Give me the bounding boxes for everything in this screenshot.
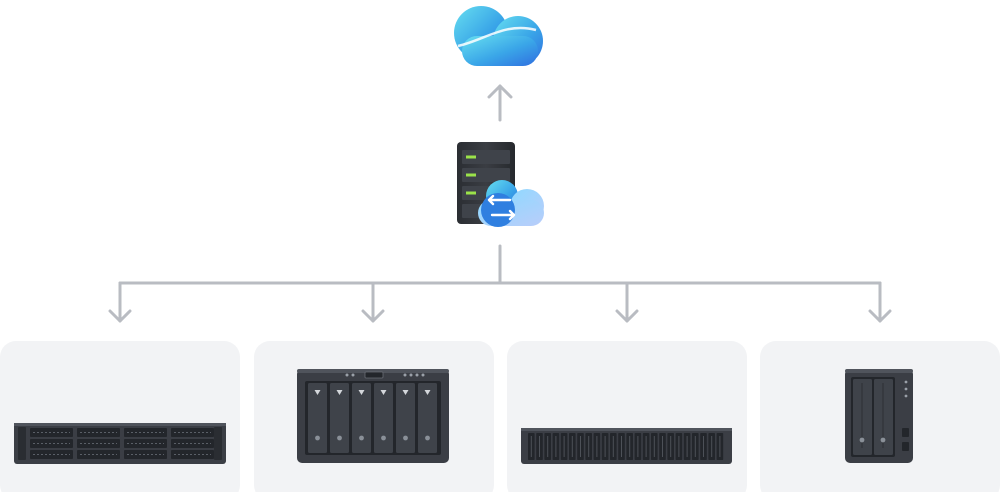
drive-bay <box>124 450 167 459</box>
rackmount-nas-24-bay-icon <box>521 428 732 464</box>
rack-ear <box>214 427 222 460</box>
drive-bay <box>171 428 214 437</box>
connector-to-device-1 <box>108 281 132 323</box>
drive-bay <box>30 450 73 459</box>
drive-bay <box>352 383 371 453</box>
desktop-nas-2-bay-icon <box>845 369 913 463</box>
device-card-1 <box>0 341 240 492</box>
nas-cloud-sync-icon <box>457 142 544 227</box>
drive-bay <box>124 428 167 437</box>
drive-bay <box>308 383 327 453</box>
drive-bay <box>171 450 214 459</box>
drive-bay <box>30 439 73 448</box>
desktop-nas-6-bay-icon <box>297 369 449 463</box>
drive-bay <box>418 383 437 453</box>
connector-to-device-2 <box>361 281 385 323</box>
rack-ear <box>18 427 26 460</box>
drive-bay <box>77 450 120 459</box>
drive-bay <box>77 439 120 448</box>
connector-to-device-3 <box>615 281 639 323</box>
rackmount-nas-12-bay-icon <box>14 423 226 464</box>
drive-bay <box>77 428 120 437</box>
drive-bay <box>30 428 73 437</box>
device-card-3 <box>507 341 747 492</box>
cloud-icon <box>454 6 543 66</box>
connector-to-device-4 <box>868 281 892 323</box>
drive-bay <box>171 439 214 448</box>
drive-bay <box>374 383 393 453</box>
sync-cloud-icon <box>478 180 544 227</box>
connector-hub-to-cloud <box>487 84 513 122</box>
drive-bay <box>396 383 415 453</box>
drive-bay <box>330 383 349 453</box>
drive-bay <box>124 439 167 448</box>
connector-bus <box>118 244 882 285</box>
